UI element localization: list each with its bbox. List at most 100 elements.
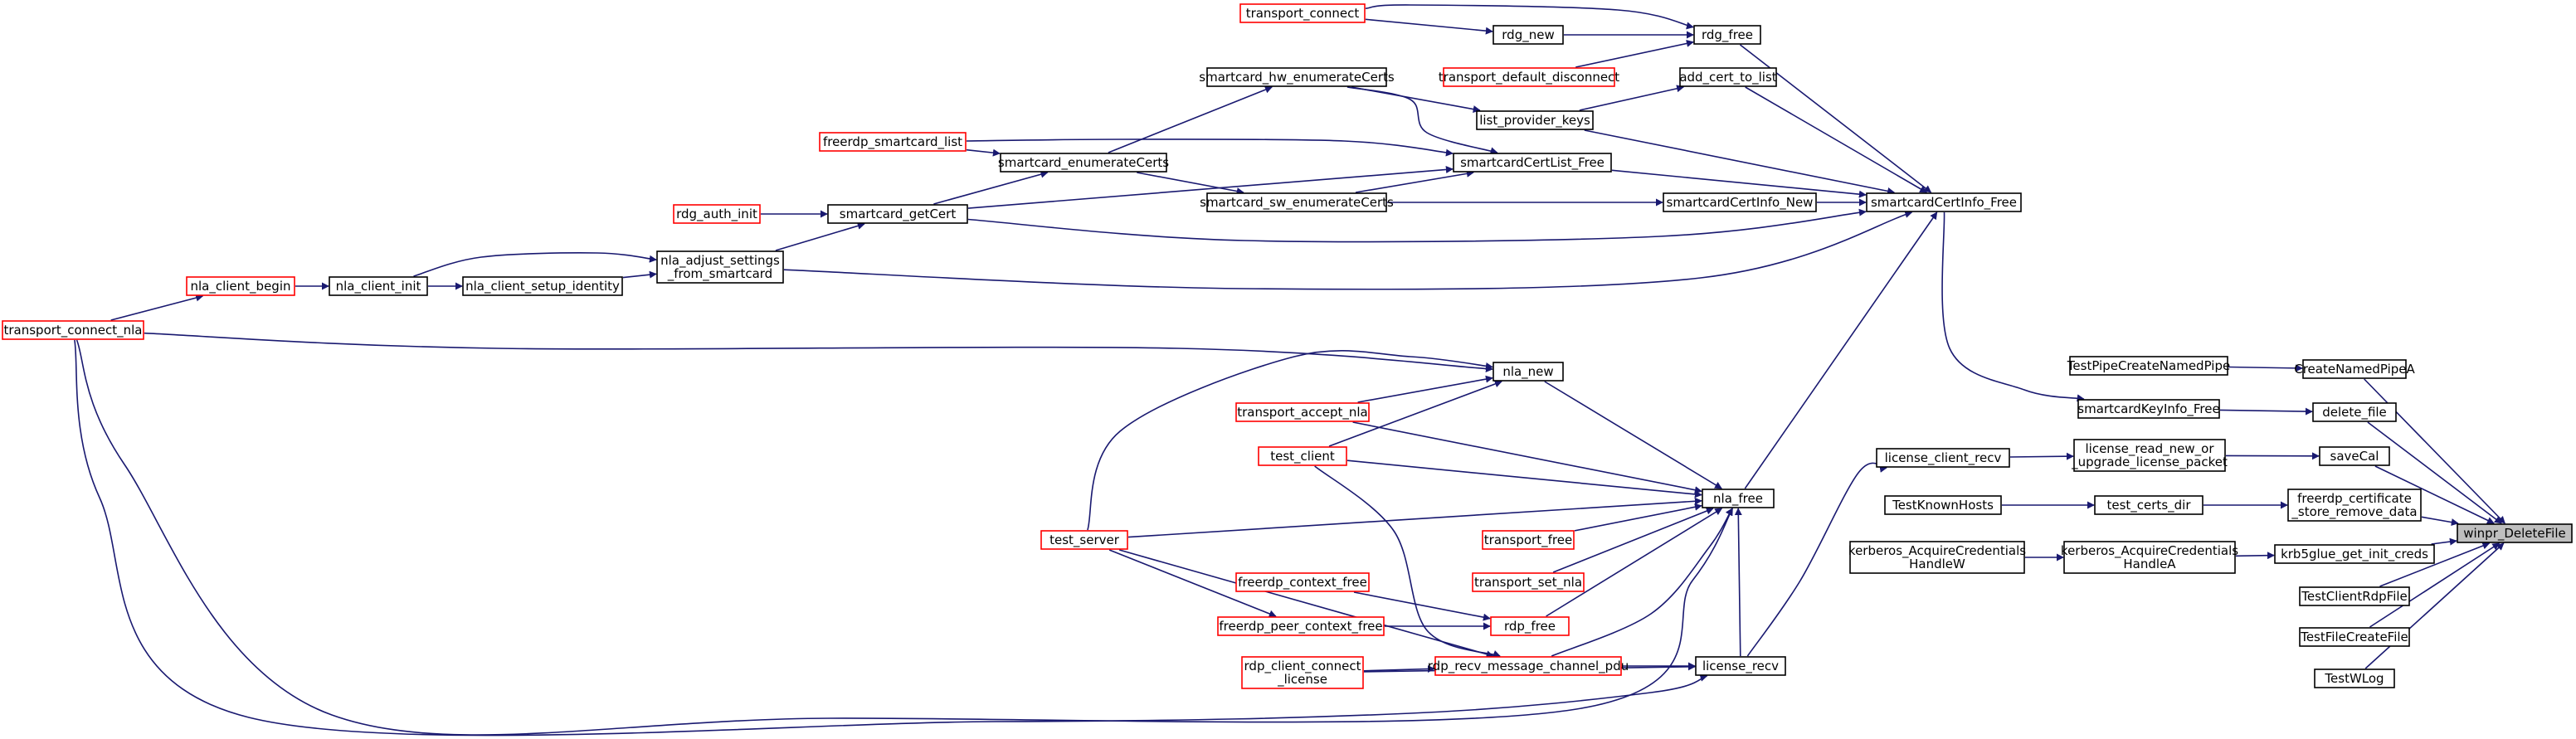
node-license_recv[interactable]: license_recv [1695, 656, 1786, 676]
node-rdp_free[interactable]: rdp_free [1490, 616, 1570, 636]
node-box [1884, 495, 2002, 515]
edge-line [74, 339, 1708, 737]
node-box [462, 276, 623, 296]
node-box [2, 320, 144, 340]
node-smartcardKeyInfo_Free[interactable]: smartcardKeyInfo_Free [2077, 399, 2220, 419]
node-label: freerdp_certificate [2297, 491, 2412, 507]
node-label: transport_connect_nla [4, 323, 143, 338]
edge-line [1127, 497, 1702, 538]
node-label: test_server [1049, 532, 1120, 548]
node-box [2314, 669, 2395, 688]
node-nla_free[interactable]: nla_free [1702, 489, 1775, 508]
node-box [819, 132, 967, 152]
node-transport_free[interactable]: transport_free [1482, 530, 1575, 550]
edge-transport_accept_nla-to-nla_free [1352, 421, 1702, 494]
node-smartcardCertList_Free[interactable]: smartcardCertList_Free [1453, 153, 1612, 173]
node-nla_client_begin[interactable]: nla_client_begin [186, 276, 295, 296]
node-smartcard_getCert[interactable]: smartcard_getCert [827, 204, 968, 224]
node-smartcard_hw_enumerateCerts[interactable]: smartcard_hw_enumerateCerts [1199, 67, 1395, 87]
node-delete_file[interactable]: delete_file [2312, 402, 2397, 422]
node-nla_client_setup_identity[interactable]: nla_client_setup_identity [462, 276, 623, 296]
node-box [1235, 402, 1370, 422]
edge-line [75, 339, 1734, 736]
node-rdg_free[interactable]: rdg_free [1693, 25, 1761, 45]
edge-line [1744, 211, 1938, 489]
node-freerdp_certificate_store_remove_data[interactable]: freerdp_certificate_store_remove_data [2287, 489, 2422, 522]
node-label: transport_connect [1246, 6, 1360, 22]
node-transport_set_nla[interactable]: transport_set_nla [1472, 572, 1585, 592]
node-nla_client_init[interactable]: nla_client_init [329, 276, 428, 296]
node-label: smartcard_sw_enumerateCerts [1200, 195, 1394, 211]
edge-transport_connect_nla-to-nla_client_begin [110, 294, 204, 321]
node-label: license_read_new_or [2086, 441, 2215, 457]
node-smartcard_enumerateCerts[interactable]: smartcard_enumerateCerts [998, 153, 1169, 173]
edge-line [2379, 542, 2491, 587]
node-TestWLog[interactable]: TestWLog [2314, 669, 2395, 688]
edge-smartcardKeyInfo_Free-to-delete_file [2219, 407, 2313, 416]
node-test_server[interactable]: test_server [1040, 530, 1128, 550]
node-add_cert_to_list[interactable]: add_cert_to_list [1679, 67, 1777, 87]
edge-freerdp_context_free-to-rdp_free [1353, 591, 1491, 621]
node-smartcard_sw_enumerateCerts[interactable]: smartcard_sw_enumerateCerts [1200, 192, 1394, 212]
node-freerdp_peer_context_free[interactable]: freerdp_peer_context_free [1217, 616, 1385, 636]
edge-freerdp_smartcard_list-to-smartcard_enumerateCerts [966, 148, 1001, 157]
node-nla_adjust_settings_from_smartcard[interactable]: nla_adjust_settings_from_smartcard [656, 250, 784, 284]
node-box [1693, 25, 1761, 45]
node-rdg_auth_init[interactable]: rdg_auth_init [673, 204, 761, 224]
node-TestClientRdpFile[interactable]: TestClientRdpFile [2299, 586, 2410, 606]
node-freerdp_context_free[interactable]: freerdp_context_free [1235, 572, 1370, 592]
node-test_certs_dir[interactable]: test_certs_dir [2094, 495, 2203, 515]
node-box [1490, 616, 1570, 636]
node-transport_connect[interactable]: transport_connect [1239, 3, 1366, 23]
node-label: smartcard_hw_enumerateCerts [1199, 70, 1395, 85]
edge-nla_adjust_settings_from_smartcard-to-smartcardCertInfo_Free [783, 211, 1913, 290]
node-rdp_recv_message_channel_pdu[interactable]: rdp_recv_message_channel_pdu [1428, 656, 1629, 676]
node-freerdp_smartcard_list[interactable]: freerdp_smartcard_list [819, 132, 967, 152]
node-box [1472, 572, 1585, 592]
edges-layer [74, 4, 2505, 737]
node-list_provider_keys[interactable]: list_provider_keys [1476, 110, 1594, 130]
node-license_client_recv[interactable]: license_client_recv [1876, 448, 2010, 468]
node-transport_accept_nla[interactable]: transport_accept_nla [1235, 402, 1370, 422]
edge-smartcard_hw_enumerateCerts-to-smartcardCertList_Free [1346, 86, 1498, 155]
node-TestFileCreateFile[interactable]: TestFileCreateFile [2299, 627, 2410, 647]
edge-line [1546, 508, 1723, 617]
node-label: nla_free [1713, 491, 1763, 507]
node-label: transport_free [1484, 532, 1572, 548]
node-box [186, 276, 295, 296]
edge-line [1584, 129, 1896, 195]
node-rdp_client_connect_license[interactable]: rdp_client_connect_license [1241, 656, 1364, 689]
node-box [2312, 402, 2397, 422]
node-label: winpr_DeleteFile [2463, 526, 2566, 542]
node-transport_connect_nla[interactable]: transport_connect_nla [2, 320, 144, 340]
node-smartcardCertInfo_New[interactable]: smartcardCertInfo_New [1663, 192, 1817, 212]
node-label: nla_new [1502, 364, 1553, 380]
node-CreateNamedPipeA[interactable]: CreateNamedPipeA [2294, 359, 2415, 379]
node-transport_default_disconnect[interactable]: transport_default_disconnect [1439, 67, 1620, 87]
node-TestKnownHosts[interactable]: TestKnownHosts [1884, 495, 2002, 515]
node-label: TestFileCreateFile [2300, 630, 2408, 644]
node-box [1493, 362, 1564, 382]
edge-line [1314, 465, 1501, 658]
node-license_read_new_or_upgrade_license_packet[interactable]: license_read_new_or_upgrade_license_pack… [2071, 439, 2228, 472]
node-smartcardCertInfo_Free[interactable]: smartcardCertInfo_Free [1866, 192, 2022, 212]
edge-transport_default_disconnect-to-rdg_free [1575, 39, 1694, 68]
edge-transport_set_nla-to-nla_free [1552, 507, 1714, 573]
edge-line [110, 294, 204, 321]
node-TestPipeCreateNamedPipe[interactable]: TestPipeCreateNamedPipe [2067, 356, 2230, 376]
node-label: CreateNamedPipeA [2294, 362, 2415, 377]
node-krb5glue_get_init_creds[interactable]: krb5glue_get_init_creds [2274, 544, 2435, 564]
node-winpr_DeleteFile[interactable]: winpr_DeleteFile [2457, 523, 2573, 543]
node-saveCal[interactable]: saveCal [2319, 446, 2390, 466]
edge-line [967, 208, 1867, 243]
node-test_client[interactable]: test_client [1258, 446, 1347, 466]
node-label: TestKnownHosts [1892, 498, 1994, 513]
node-rdg_new[interactable]: rdg_new [1493, 25, 1564, 45]
node-box [1239, 3, 1366, 23]
edge-line [933, 170, 1049, 205]
edge-line [1353, 591, 1491, 621]
node-nla_new[interactable]: nla_new [1493, 362, 1564, 382]
